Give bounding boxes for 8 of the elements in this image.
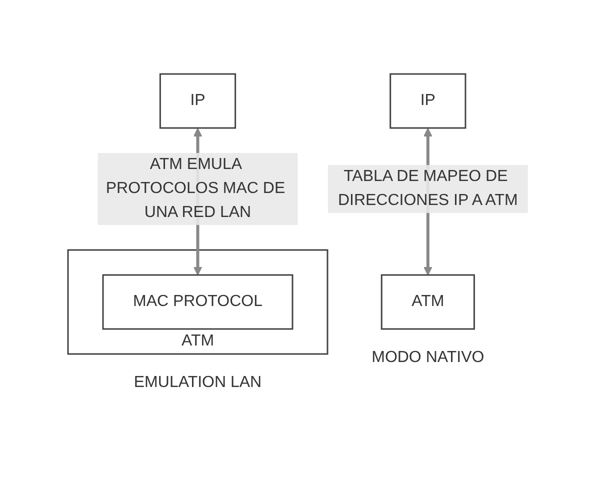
- node-box: IP: [390, 72, 466, 128]
- edge-label: ATM EMULA PROTOCOLOS MAC DE UNA RED LAN: [106, 155, 286, 220]
- edge-label: TABLA DE MAPEO DE DIRECCIONES IP A ATM: [338, 167, 518, 208]
- node-box: ATM: [380, 274, 475, 330]
- node-box: IP: [159, 72, 236, 128]
- node-label: MODO NATIVO: [372, 348, 484, 366]
- node-box: MAC PROTOCOL: [102, 274, 294, 330]
- node-label: EMULATION LAN: [134, 373, 262, 390]
